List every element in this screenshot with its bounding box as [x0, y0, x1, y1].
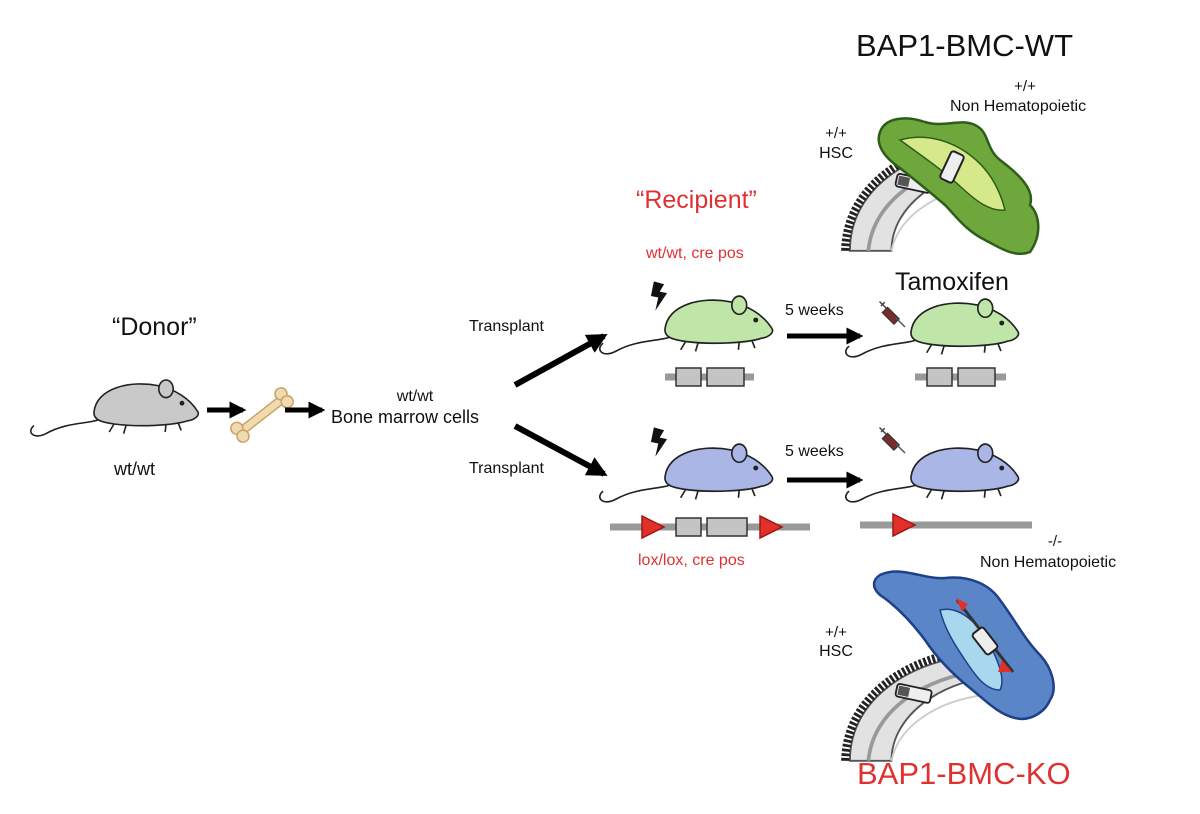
donor-mouse	[29, 379, 200, 437]
ko-hsc-genotype: +/+	[825, 624, 847, 641]
syringe-icon	[878, 300, 906, 328]
weeks-top-label: 5 weeks	[785, 302, 844, 319]
bone-icon	[230, 387, 294, 443]
ko-nonhematopoietic-genotype: -/-	[1047, 533, 1063, 550]
wt-hsc-label: HSC	[819, 145, 853, 162]
donor-genotype: wt/wt	[114, 459, 156, 479]
weeks-bottom-label: 5 weeks	[785, 443, 844, 460]
ko-hsc-label: HSC	[819, 643, 853, 660]
recipient-title: “Recipient”	[636, 186, 757, 214]
ko-nonhematopoietic-cell	[872, 570, 1055, 721]
gene-construct-lox-recipient	[610, 514, 810, 540]
bone-marrow-cells-label: Bone marrow cells	[331, 407, 480, 427]
tamoxifen-label: Tamoxifen	[895, 268, 1009, 296]
ko-nonhematopoietic-label: Non Hematopoietic	[980, 554, 1117, 571]
ko-condition-title: BAP1-BMC-KO	[857, 756, 1071, 791]
bone-marrow-genotype: wt/wt	[396, 388, 434, 405]
recipient-top-genotype: wt/wt, cre pos	[646, 245, 744, 262]
recipient-mouse-wt	[598, 281, 774, 355]
treated-mouse-ko	[844, 426, 1020, 503]
transplant-bottom-label: Transplant	[469, 460, 544, 477]
gene-construct-ko-treated	[860, 512, 1032, 538]
irradiation-bolt-icon	[650, 427, 668, 457]
wt-hsc-genotype: +/+	[825, 125, 847, 142]
recipient-mouse-ko	[598, 427, 774, 503]
arrows	[207, 327, 864, 489]
irradiation-bolt-icon	[650, 281, 668, 311]
gene-construct-wt-recipient	[665, 367, 754, 387]
donor-title: “Donor”	[112, 313, 197, 341]
arrow-transplant-bottom	[513, 423, 608, 477]
wt-condition-title: BAP1-BMC-WT	[856, 28, 1073, 63]
gene-construct-wt-treated	[915, 367, 1006, 387]
transplant-top-label: Transplant	[469, 318, 544, 335]
wt-nonhematopoietic-label: Non Hematopoietic	[950, 98, 1087, 115]
treated-mouse-wt	[844, 298, 1020, 358]
wt-nonhematopoietic-genotype: +/+	[1014, 78, 1036, 95]
syringe-icon	[878, 426, 906, 454]
wt-nonhematopoietic-cell	[877, 117, 1040, 256]
arrow-transplant-top	[513, 333, 608, 388]
recipient-bottom-genotype: lox/lox, cre pos	[638, 552, 745, 569]
